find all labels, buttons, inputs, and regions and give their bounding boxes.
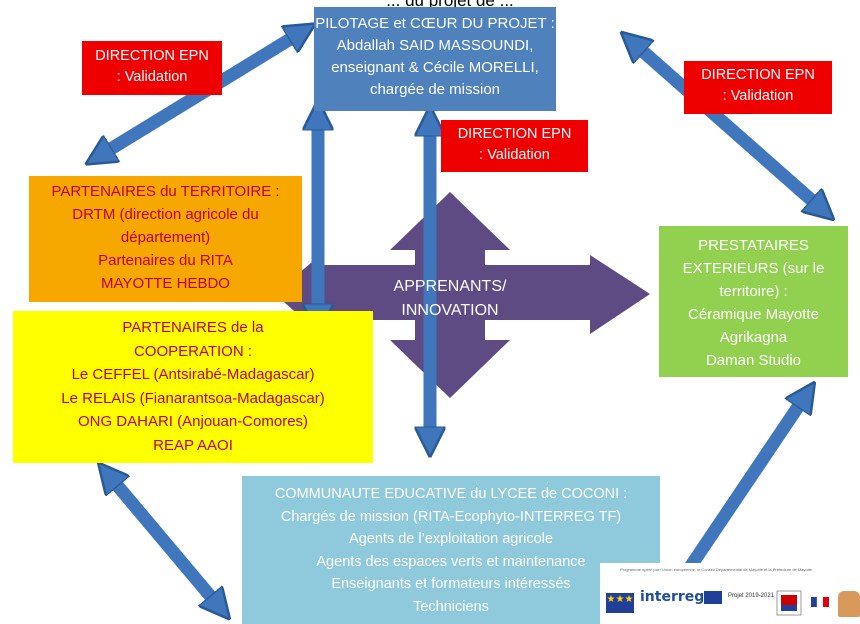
prestataires-line: EXTERIEURS (sur le [682, 260, 825, 277]
direction-label: DIRECTION EPN [701, 67, 815, 83]
pilotage-line: Abdallah SAID MASSOUNDI, [336, 37, 534, 54]
direction-label: DIRECTION EPN [95, 48, 209, 64]
territoire-line: département) [120, 229, 211, 246]
republique-francaise-logo-icon [811, 596, 829, 608]
interreg-logo: interreg [640, 589, 705, 605]
prestataires-exterieurs-box: PRESTATAIRES EXTERIEURS (sur le territoi… [659, 226, 848, 377]
eu-flag-small-icon [704, 591, 722, 604]
prestataires-line: Agrikagna [719, 329, 788, 346]
cooperation-line: Le RELAIS (Fianarantsoa-Madagascar) [61, 389, 325, 407]
communaute-line: Enseignants et formateurs intéressés [331, 576, 571, 592]
header-partial-text: ... du projet de ... [386, 0, 514, 10]
direction-epn-right: DIRECTION EPN : Validation [684, 61, 832, 114]
pilotage-line: PILOTAGE et CŒUR DU PROJET : [315, 15, 555, 32]
cooperation-line: REAP AAOI [153, 436, 233, 454]
cooperation-line: ONG DAHARI (Anjouan-Comores) [77, 413, 309, 430]
funding-logos: Programme opéré par l’Union européenne, … [600, 563, 860, 624]
arrow-prestataires-communaute [676, 392, 808, 588]
direction-validation: : Validation [722, 88, 794, 104]
territoire-line: MAYOTTE HEBDO [101, 275, 230, 292]
communaute-line: Agents des espaces verts et maintenance [316, 553, 586, 570]
cooperation-line: PARTENAIRES de la [122, 319, 264, 336]
communaute-line: Agents de l’exploitation agricole [349, 531, 553, 547]
prestataires-line: PRESTATAIRES [698, 237, 809, 254]
communaute-educative-box: COMMUNAUTE EDUCATIVE du LYCEE de COCONI … [242, 476, 660, 624]
projet-dates: Projet 2019-2021 [728, 593, 775, 599]
arrow-cooperation-communaute [106, 472, 222, 610]
communaute-line: COMMUNAUTE EDUCATIVE du LYCEE de COCONI … [274, 486, 628, 502]
cooperation-line: COOPERATION : [133, 342, 253, 360]
departement-logo-icon [776, 590, 802, 616]
partenaires-cooperation-box: PARTENAIRES de la COOPERATION : Le CEFFE… [13, 311, 373, 463]
direction-label: DIRECTION EPN [457, 126, 572, 142]
partenaires-territoire-box: PARTENAIRES du TERRITOIRE : DRTM (direct… [29, 176, 302, 302]
pilotage-line: enseignant & Cécile MORELLI, [331, 59, 539, 76]
prestataires-line: Daman Studio [705, 352, 802, 369]
communaute-line: Chargés de mission (RITA-Ecophyto-INTERR… [280, 508, 622, 525]
territoire-line: PARTENAIRES du TERRITOIRE : [51, 183, 280, 200]
center-line: INNOVATION [401, 302, 499, 319]
eu-flag-icon: ★★★ [606, 593, 634, 613]
pilotage-line: chargée de mission [369, 81, 501, 98]
apprenants-innovation-label: APPRENANTS/ INNOVATION [370, 275, 530, 323]
direction-validation: : Validation [116, 69, 188, 85]
cooperation-line: Le CEFFEL (Antsirabé-Madagascar) [71, 366, 315, 383]
direction-epn-left: DIRECTION EPN : Validation [82, 41, 222, 95]
prestataires-line: Céramique Mayotte [688, 306, 819, 323]
territoire-line: Partenaires du RITA [98, 252, 233, 269]
prestataires-line: territoire) : [719, 283, 788, 300]
territoire-line: DRTM (direction agricole du [72, 206, 259, 223]
center-line: APPRENANTS/ [393, 278, 507, 295]
direction-epn-center: DIRECTION EPN : Validation [441, 120, 588, 172]
funding-fine-print: Programme opéré par l’Union européenne, … [620, 567, 813, 572]
arrow-pilotage-prestataires [630, 40, 825, 212]
direction-validation: : Validation [479, 147, 550, 163]
pilotage-box: PILOTAGE et CŒUR DU PROJET : Abdallah SA… [314, 7, 556, 111]
partner-logo-icon [838, 591, 860, 617]
communaute-line: Techniciens [413, 598, 489, 615]
apprenants-cross [275, 192, 650, 398]
